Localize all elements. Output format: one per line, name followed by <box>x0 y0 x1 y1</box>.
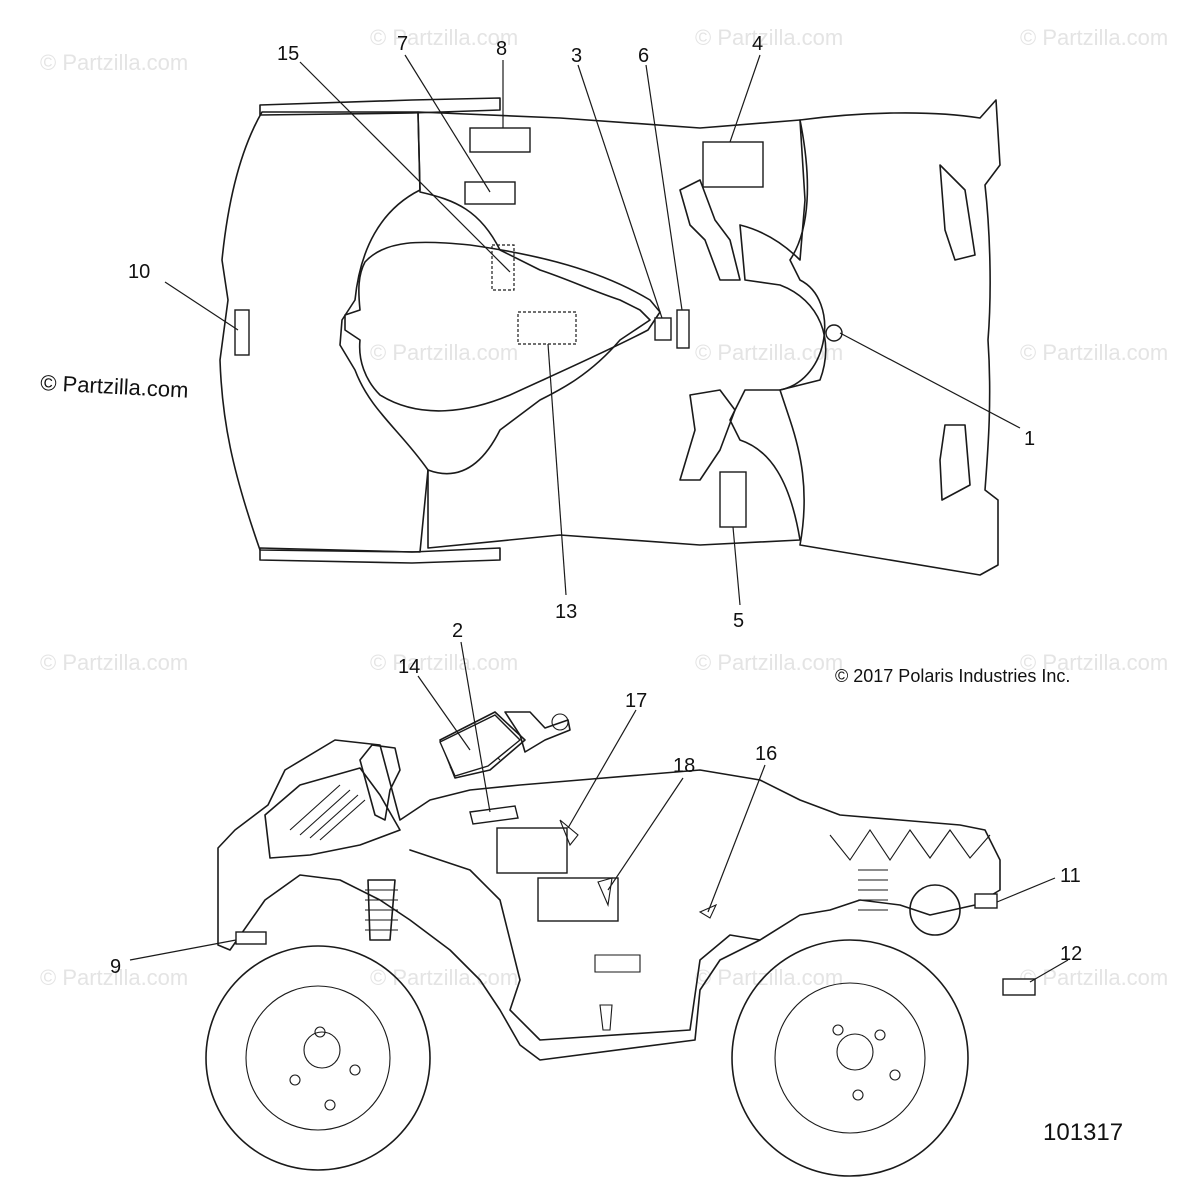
callout-5: 5 <box>733 610 744 632</box>
watermark: © Partzilla.com <box>40 50 188 75</box>
watermark: © Partzilla.com <box>695 25 843 50</box>
atv-side-view <box>205 711 1001 1177</box>
decal-15 <box>491 244 515 291</box>
decal-5 <box>719 471 747 528</box>
watermark: © Partzilla.com <box>1020 650 1168 675</box>
top-callouts: 15 7 8 3 6 4 10 1 13 5 <box>128 33 1035 632</box>
diagram-part-number: 101317 <box>1043 1119 1123 1146</box>
callout-12: 12 <box>1060 943 1082 965</box>
decal-13 <box>517 311 577 345</box>
decal-7 <box>464 181 516 205</box>
decal-9 <box>235 931 267 945</box>
watermark: © Partzilla.com <box>695 340 843 365</box>
decal-17 <box>496 827 568 874</box>
atv-top-view <box>219 97 1001 576</box>
copyright-notice: © 2017 Polaris Industries Inc. <box>835 666 1070 686</box>
callout-13: 13 <box>555 601 577 623</box>
watermark: © Partzilla.com <box>1020 340 1168 365</box>
callout-15: 15 <box>277 43 299 65</box>
callout-9: 9 <box>110 956 121 978</box>
watermark: © Partzilla.com <box>695 650 843 675</box>
watermark: © Partzilla.com <box>695 965 843 990</box>
decal-12 <box>1002 978 1036 996</box>
top-leaders <box>164 54 1021 606</box>
decal-18-flag <box>597 877 613 907</box>
side-callouts: 2 14 17 18 16 9 11 12 <box>110 620 1082 978</box>
watermark: © Partzilla.com <box>370 340 518 365</box>
decal-17-flag <box>559 819 579 847</box>
callout-7: 7 <box>397 33 408 55</box>
callout-17: 17 <box>625 690 647 712</box>
callout-1: 1 <box>1024 428 1035 450</box>
callout-14: 14 <box>398 656 420 678</box>
callout-3: 3 <box>571 45 582 67</box>
decal-14 <box>439 714 522 777</box>
callout-4: 4 <box>752 33 763 55</box>
decal-4 <box>702 141 764 188</box>
callout-10: 10 <box>128 261 150 283</box>
watermark: © Partzilla.com <box>1020 25 1168 50</box>
callout-6: 6 <box>638 45 649 67</box>
watermark: © Partzilla.com <box>40 965 188 990</box>
callout-8: 8 <box>496 38 507 60</box>
callout-16: 16 <box>755 743 777 765</box>
watermark: © Partzilla.com <box>1020 965 1168 990</box>
callout-2: 2 <box>452 620 463 642</box>
watermark: © Partzilla.com <box>370 650 518 675</box>
decal-3 <box>654 317 672 341</box>
decal-10 <box>234 309 250 356</box>
watermark: © Partzilla.com <box>370 25 518 50</box>
side-leaders <box>129 641 1069 983</box>
decal-6 <box>676 309 690 349</box>
side-view-decals <box>235 714 1036 996</box>
decal-8 <box>469 127 531 153</box>
watermark-left: © Partzilla.com <box>40 370 189 403</box>
watermarks: © Partzilla.com © Partzilla.com © Partzi… <box>40 25 1168 990</box>
decal-16 <box>698 903 718 919</box>
decal-11 <box>974 893 998 909</box>
watermark: © Partzilla.com <box>370 965 518 990</box>
watermark: © Partzilla.com <box>40 650 188 675</box>
callout-11: 11 <box>1060 865 1081 887</box>
decal-1 <box>825 324 843 342</box>
callout-18: 18 <box>673 755 695 777</box>
decal-2 <box>469 805 519 825</box>
decal-18 <box>537 877 619 922</box>
